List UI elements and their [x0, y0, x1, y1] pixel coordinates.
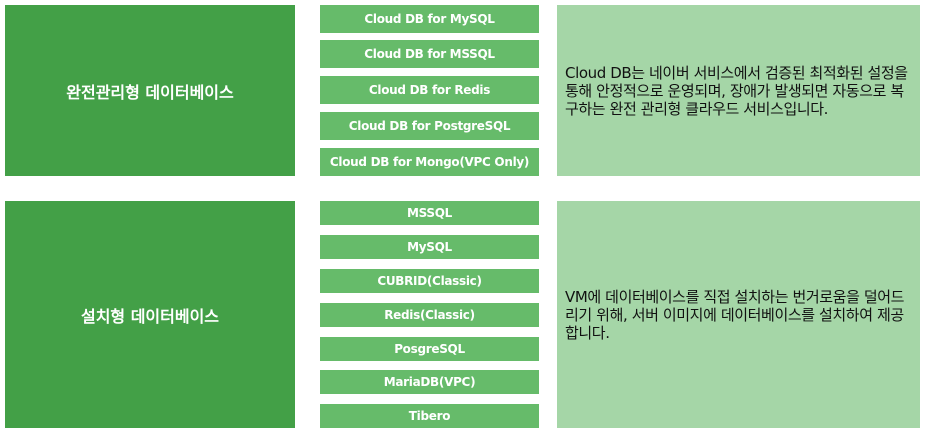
product-tibero: Tibero: [320, 404, 539, 428]
managed-db-description-text: Cloud DB는 네이버 서비스에서 검증된 최적화된 설정을 통해 안정적으…: [565, 63, 908, 118]
install-db-description-text: VM에 데이터베이스를 직접 설치하는 번거로움을 덜어드리기 위해, 서버 이…: [565, 287, 905, 342]
managed-db-row: 완전관리형 데이터베이스 Cloud DB for MySQL Cloud DB…: [0, 5, 925, 176]
product-redis-classic: Redis(Classic): [320, 303, 539, 327]
product-mysql: MySQL: [320, 235, 539, 259]
product-cloud-db-mongo: Cloud DB for Mongo(VPC Only): [320, 148, 539, 176]
product-mariadb: MariaDB(VPC): [320, 370, 539, 394]
product-cloud-db-mysql: Cloud DB for MySQL: [320, 5, 539, 33]
product-posgresql: PosgreSQL: [320, 337, 539, 361]
product-mssql: MSSQL: [320, 201, 539, 225]
product-cloud-db-postgresql: Cloud DB for PostgreSQL: [320, 112, 539, 140]
product-cloud-db-mssql: Cloud DB for MSSQL: [320, 40, 539, 68]
product-cloud-db-redis: Cloud DB for Redis: [320, 76, 539, 104]
managed-db-category: 완전관리형 데이터베이스: [5, 5, 295, 176]
managed-db-product-list: Cloud DB for MySQL Cloud DB for MSSQL Cl…: [320, 5, 539, 176]
install-db-product-list: MSSQL MySQL CUBRID(Classic) Redis(Classi…: [320, 201, 539, 428]
install-db-description: VM에 데이터베이스를 직접 설치하는 번거로움을 덜어드리기 위해, 서버 이…: [557, 201, 920, 428]
managed-db-description: Cloud DB는 네이버 서비스에서 검증된 최적화된 설정을 통해 안정적으…: [557, 5, 920, 176]
product-cubrid: CUBRID(Classic): [320, 269, 539, 293]
install-db-category: 설치형 데이터베이스: [5, 201, 295, 428]
install-db-row: 설치형 데이터베이스 MSSQL MySQL CUBRID(Classic) R…: [0, 201, 925, 428]
